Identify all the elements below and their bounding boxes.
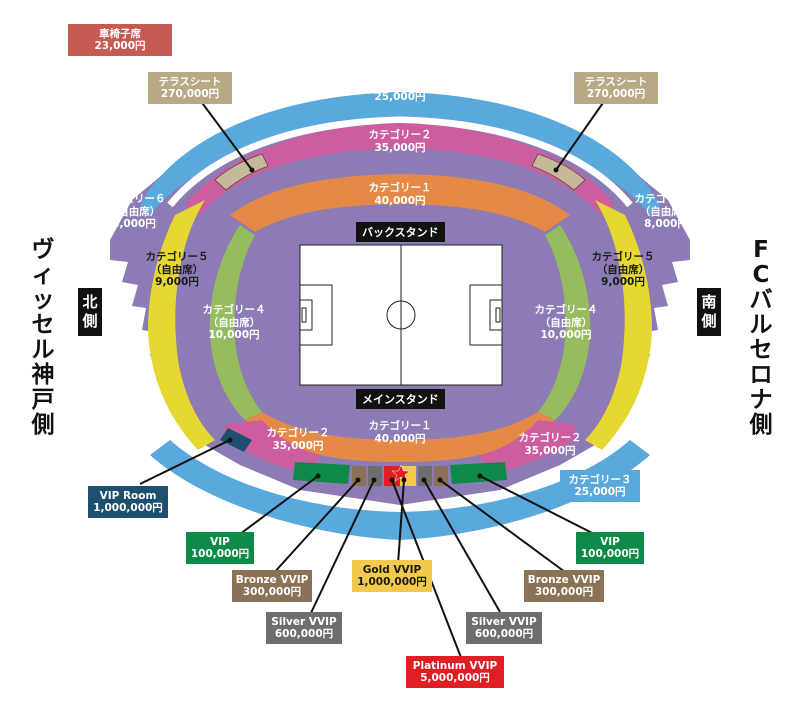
- zone-cat2-back[interactable]: [185, 123, 615, 215]
- football-pitch: [299, 244, 503, 386]
- zone-bronze-right[interactable]: [434, 466, 448, 486]
- zone-cat1-main[interactable]: [245, 412, 555, 462]
- zone-cat3-lower[interactable]: [150, 440, 650, 540]
- zone-cat1-back[interactable]: [230, 174, 570, 232]
- zone-vip-right[interactable]: [450, 462, 507, 484]
- zone-cat4-left[interactable]: [209, 225, 262, 420]
- zone-cat2-main-left[interactable]: [225, 420, 320, 475]
- zone-cat2-main-right[interactable]: [480, 420, 575, 475]
- zone-silver-left[interactable]: [368, 466, 382, 486]
- zone-bronze-left[interactable]: [352, 466, 366, 486]
- zone-vip-left[interactable]: [293, 462, 350, 484]
- zone-vip-room[interactable]: [220, 428, 252, 452]
- team-vissel-kobe-label: ヴィッセル神戸側: [31, 237, 55, 438]
- cat6-right-label[interactable]: カテゴリー６（自由席）8,000円: [634, 193, 698, 230]
- main-stand-label: メインスタンド: [356, 389, 445, 409]
- cat4-right-label[interactable]: カテゴリー４（自由席）10,000円: [534, 304, 598, 341]
- cat5-right-label[interactable]: カテゴリー５（自由席）9,000円: [591, 251, 655, 288]
- zone-terrace-right[interactable]: [531, 153, 586, 191]
- zone-terrace-left[interactable]: [214, 153, 269, 191]
- star-icon: [391, 464, 411, 482]
- north-side-label: 北側: [78, 288, 102, 336]
- zone-cat4-right[interactable]: [538, 225, 591, 420]
- cat4-left-label[interactable]: カテゴリー４（自由席）10,000円: [202, 304, 266, 341]
- zone-silver-right[interactable]: [418, 466, 432, 486]
- back-stand-label: バックスタンド: [356, 222, 445, 242]
- cat5-left-label[interactable]: カテゴリー５（自由席）9,000円: [145, 251, 209, 288]
- zone-cat5-right[interactable]: [585, 200, 652, 450]
- zone-cat5-left[interactable]: [148, 200, 215, 450]
- cat6-left-label[interactable]: カテゴリー６（自由席）8,000円: [102, 193, 166, 230]
- zone-cat3-ring[interactable]: [140, 92, 660, 215]
- south-side-label: 南側: [697, 288, 721, 336]
